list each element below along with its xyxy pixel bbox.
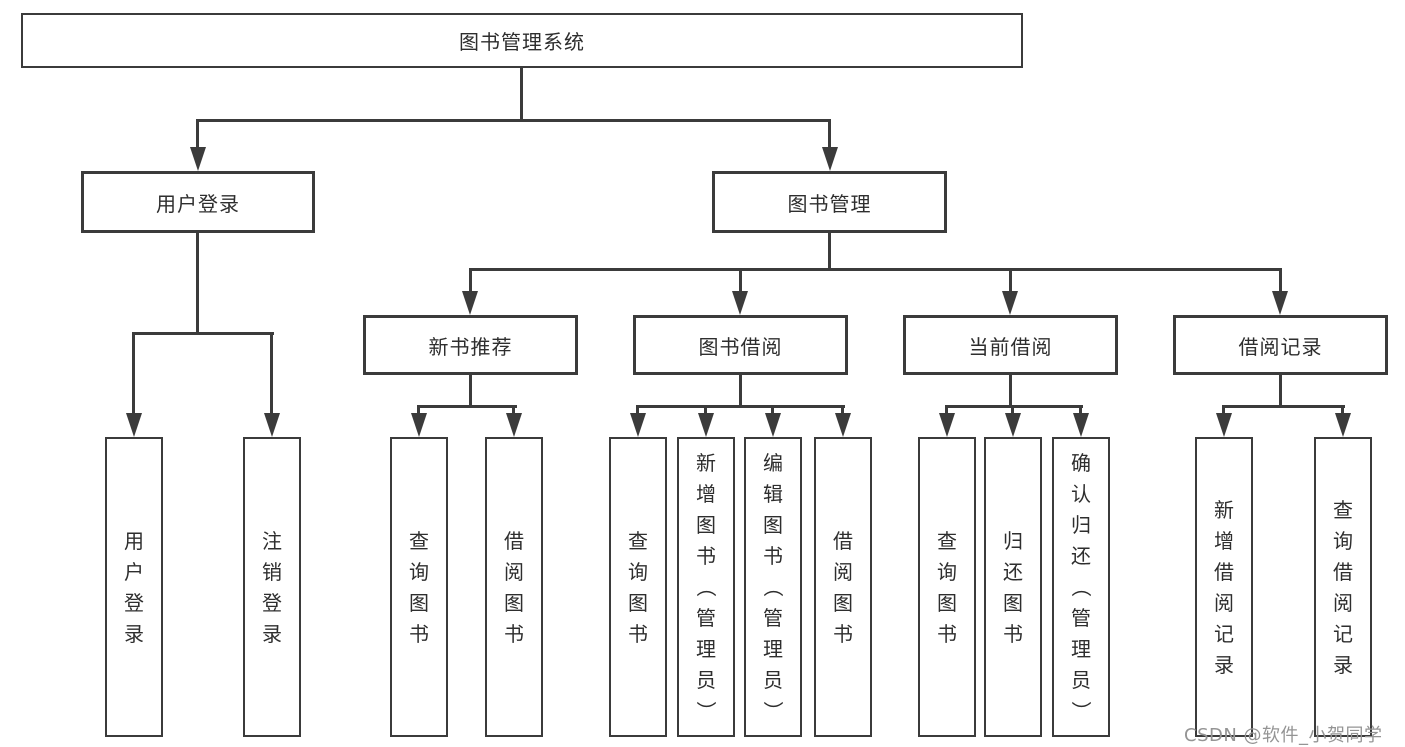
- connector-line: [945, 405, 948, 417]
- arrow-down-icon: [732, 291, 748, 315]
- connector-line: [1009, 375, 1012, 408]
- connector-line: [196, 119, 831, 122]
- connector-line: [1009, 268, 1012, 294]
- connector-line: [196, 119, 199, 149]
- leaf-user-login: 用户登录: [105, 437, 163, 737]
- connector-line: [270, 332, 273, 415]
- leaf-current-confirm-return-admin: 确认归还（管理员）: [1052, 437, 1110, 737]
- node-root: 图书管理系统: [21, 13, 1023, 68]
- arrow-down-icon: [1002, 291, 1018, 315]
- arrow-down-icon: [939, 413, 955, 437]
- node-user-login: 用户登录: [81, 171, 315, 233]
- connector-line: [417, 405, 420, 417]
- arrow-down-icon: [835, 413, 851, 437]
- connector-line: [132, 332, 135, 415]
- arrow-down-icon: [1216, 413, 1232, 437]
- leaf-borrow-edit-book-admin: 编辑图书（管理员）: [744, 437, 802, 737]
- connector-line: [828, 233, 831, 271]
- connector-line: [1279, 375, 1282, 408]
- connector-line: [1279, 268, 1282, 294]
- arrow-down-icon: [1005, 413, 1021, 437]
- connector-line: [512, 405, 515, 417]
- leaf-current-query-book: 查询图书: [918, 437, 976, 737]
- connector-line: [828, 119, 831, 149]
- connector-line: [771, 405, 774, 417]
- connector-line: [196, 233, 199, 335]
- connector-line: [1341, 405, 1344, 417]
- leaf-borrow-add-book-admin: 新增图书（管理员）: [677, 437, 735, 737]
- leaf-records-query-record: 查询借阅记录: [1314, 437, 1372, 737]
- connector-line: [469, 268, 1282, 271]
- connector-line: [520, 68, 523, 121]
- arrow-down-icon: [506, 413, 522, 437]
- arrow-down-icon: [462, 291, 478, 315]
- leaf-recommend-borrow-book: 借阅图书: [485, 437, 543, 737]
- leaf-logout: 注销登录: [243, 437, 301, 737]
- connector-line: [636, 405, 639, 417]
- node-borrow-records: 借阅记录: [1173, 315, 1388, 375]
- arrow-down-icon: [1335, 413, 1351, 437]
- leaf-current-return-book: 归还图书: [984, 437, 1042, 737]
- connector-line: [704, 405, 707, 417]
- arrow-down-icon: [411, 413, 427, 437]
- connector-line: [469, 268, 472, 294]
- connector-line: [132, 332, 274, 335]
- connector-line: [1222, 405, 1225, 417]
- connector-line: [417, 405, 517, 408]
- connector-line: [1222, 405, 1345, 408]
- arrow-down-icon: [630, 413, 646, 437]
- arrow-down-icon: [126, 413, 142, 437]
- arrow-down-icon: [765, 413, 781, 437]
- node-book-borrow: 图书借阅: [633, 315, 848, 375]
- connector-line: [739, 375, 742, 408]
- watermark: CSDN @软件_小贺同学: [1184, 725, 1383, 746]
- arrow-down-icon: [190, 147, 206, 171]
- node-new-book-recommend: 新书推荐: [363, 315, 578, 375]
- connector-line: [469, 375, 472, 408]
- arrow-down-icon: [1272, 291, 1288, 315]
- node-book-management: 图书管理: [712, 171, 947, 233]
- leaf-borrow-borrow-book: 借阅图书: [814, 437, 872, 737]
- arrow-down-icon: [264, 413, 280, 437]
- connector-line: [945, 405, 1083, 408]
- connector-line: [841, 405, 844, 417]
- connector-line: [1079, 405, 1082, 417]
- leaf-records-add-record: 新增借阅记录: [1195, 437, 1253, 737]
- connector-line: [739, 268, 742, 294]
- arrow-down-icon: [1073, 413, 1089, 437]
- connector-line: [636, 405, 845, 408]
- node-current-borrow: 当前借阅: [903, 315, 1118, 375]
- arrow-down-icon: [822, 147, 838, 171]
- connector-line: [1011, 405, 1014, 417]
- leaf-recommend-query-book: 查询图书: [390, 437, 448, 737]
- leaf-borrow-query-book: 查询图书: [609, 437, 667, 737]
- arrow-down-icon: [698, 413, 714, 437]
